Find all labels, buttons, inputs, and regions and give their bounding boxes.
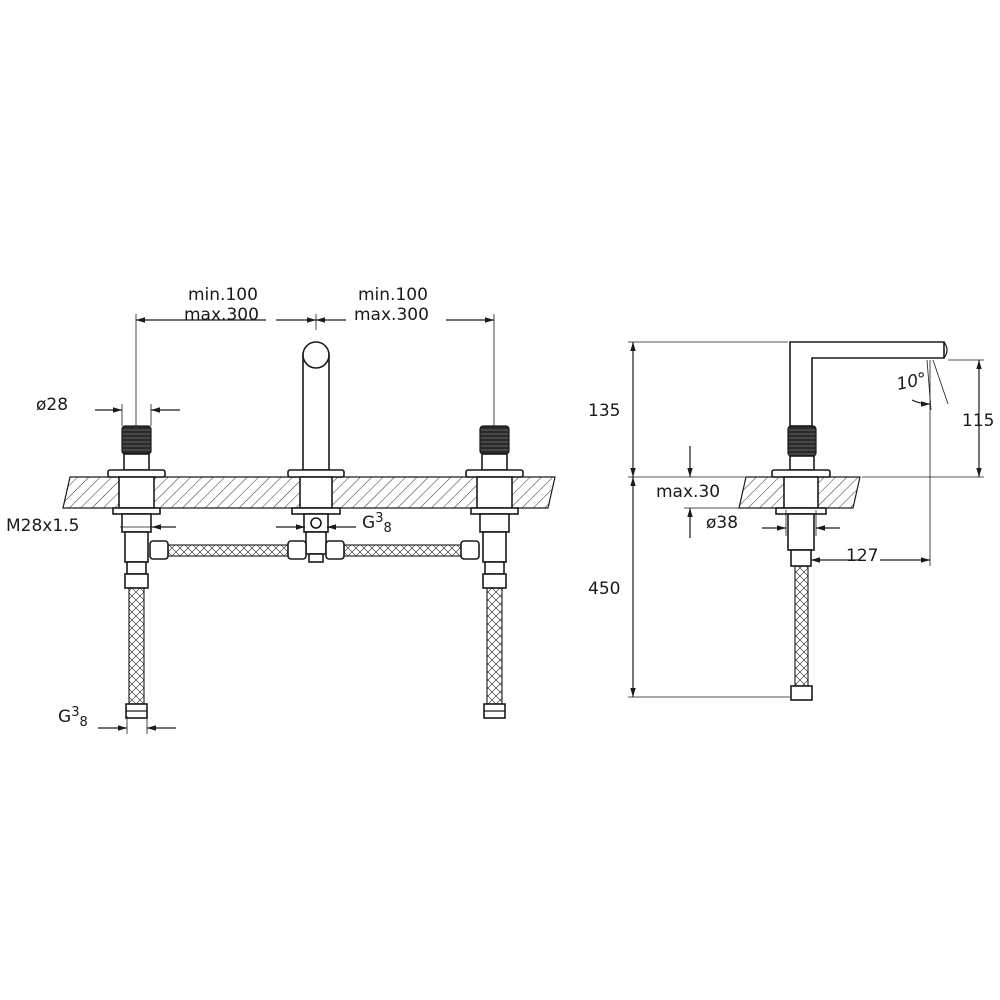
handle-diameter-label: ø28 [36, 395, 68, 415]
hose-length-label: 450 [588, 579, 620, 599]
center-connection-dimension: G38 [276, 511, 392, 536]
connector-hoses [149, 540, 480, 560]
spout-reach-dimension: 127 [811, 360, 931, 566]
deck-thickness-label: max.30 [656, 482, 720, 502]
inlet-connection-base: G [58, 707, 71, 727]
spacing-right-max-label: max.300 [354, 305, 429, 325]
center-connection-base: G [362, 513, 375, 533]
height-dimension: 135 450 [588, 341, 790, 698]
deck-thickness-dimension: max.30 [656, 446, 740, 538]
outlet-height-dimension: 115 [862, 359, 994, 478]
front-view: min.100 max.300 min.100 max.300 ø28 [6, 285, 556, 734]
mount-thread-label: M28x1.5 [6, 516, 79, 536]
hole-diameter-label: ø38 [706, 513, 738, 533]
hole-diameter-dimension: ø38 [706, 510, 840, 536]
mount-thread-dimension: M28x1.5 [6, 516, 176, 536]
spacing-left-max-label: max.300 [184, 305, 259, 325]
side-view: 10° 135 450 115 max.30 [588, 341, 994, 701]
inlet-connection-label: G38 [58, 705, 88, 730]
outlet-height-label: 115 [962, 411, 994, 431]
spacing-right-min-label: min.100 [358, 285, 428, 305]
center-spout [287, 341, 345, 563]
outlet-angle-label: 10° [895, 369, 929, 395]
spacing-dimension: min.100 max.300 min.100 max.300 [135, 285, 495, 430]
inlet-connection-sub: 8 [79, 715, 87, 730]
spout-reach-label: 127 [846, 546, 878, 566]
spacing-left-min-label: min.100 [188, 285, 258, 305]
outlet-angle-dimension: 10° [895, 359, 949, 411]
center-connection-sup: 3 [375, 511, 383, 526]
left-handle-valve [107, 425, 166, 719]
right-handle-valve [465, 425, 524, 719]
handle-diameter-dimension: ø28 [36, 395, 180, 426]
inlet-connection-sup: 3 [71, 705, 79, 720]
center-connection-sub: 8 [383, 521, 391, 536]
side-spout [771, 341, 948, 701]
inlet-connection-dimension: G38 [58, 705, 176, 734]
center-connection-label: G38 [362, 511, 392, 536]
spout-height-label: 135 [588, 401, 620, 421]
